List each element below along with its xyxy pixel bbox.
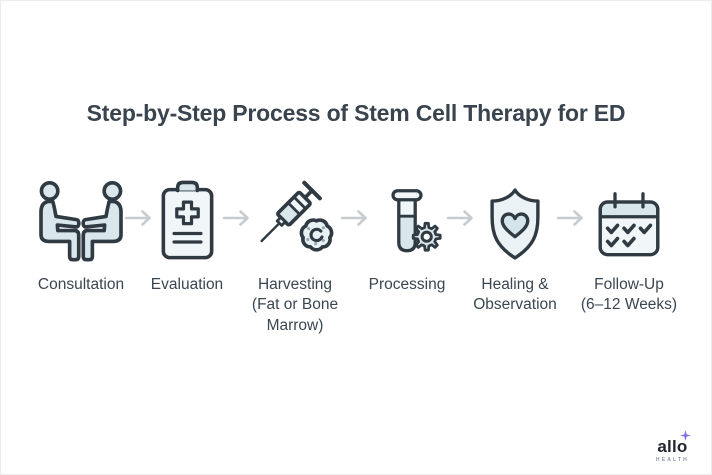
step-label: Healing & Observation <box>473 276 557 314</box>
logo-tagline-text: HEALTH <box>655 457 689 463</box>
step-followup: Follow-Up (6–12 Weeks) <box>577 173 681 316</box>
step-harvesting: Harvesting (Fat or Bone Marrow) <box>243 173 347 336</box>
arrow-right-icon <box>222 173 249 263</box>
syringe-fat-cell-icon <box>247 173 343 263</box>
step-label: Processing <box>368 276 446 293</box>
page-title: Step-by-Step Process of Stem Cell Therap… <box>86 100 626 126</box>
step-evaluation: Evaluation <box>145 173 229 295</box>
step-label: Follow-Up (6–12 Weeks) <box>580 276 678 314</box>
logo-brand-text: allo <box>657 430 692 455</box>
arrow-right-icon <box>124 173 151 263</box>
step-processing: Processing <box>361 173 453 295</box>
arrow-right-icon <box>340 173 367 263</box>
step-consultation: Consultation <box>31 173 131 295</box>
arrow-right-icon <box>446 173 473 263</box>
process-steps-row: Consultation Eva <box>1 173 711 336</box>
shield-heart-icon <box>481 173 549 263</box>
step-label: Harvesting (Fat or Bone Marrow) <box>251 276 339 334</box>
consultation-icon <box>31 173 131 263</box>
allo-health-logo: allo HEALTH <box>655 430 692 463</box>
step-healing-observation: Healing & Observation <box>467 173 563 316</box>
step-label: Evaluation <box>150 276 224 293</box>
test-tube-gear-icon <box>370 173 444 263</box>
step-label: Consultation <box>37 276 125 293</box>
arrow-right-icon <box>556 173 583 263</box>
medical-clipboard-icon <box>156 173 219 263</box>
calendar-checks-icon <box>592 173 666 263</box>
sparkle-icon <box>680 430 692 441</box>
